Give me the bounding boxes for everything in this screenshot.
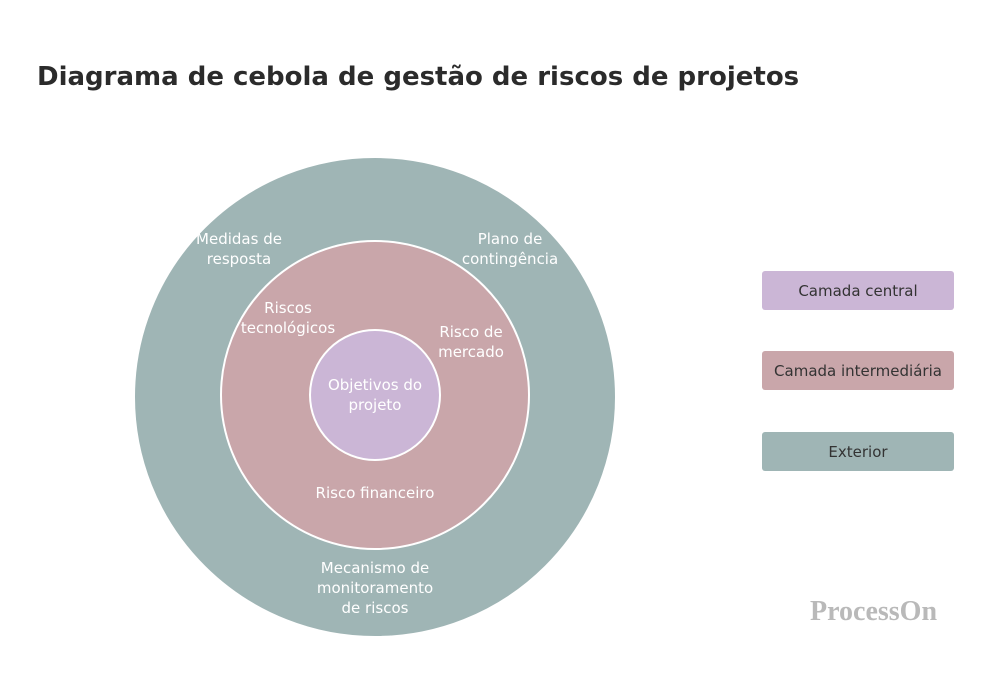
processon-watermark: ProcessOn (810, 596, 938, 627)
legend-item-central-layer: Camada central (762, 271, 954, 310)
legend-item-intermediate-layer: Camada intermediária (762, 351, 954, 390)
legend-item-exterior: Exterior (762, 432, 954, 471)
outer-label-monitoring-mechanism: Mecanismo de monitoramento de riscos (316, 559, 434, 617)
outer-label-contingency-plan: Plano de contingência (461, 230, 559, 268)
center-label-project-objectives: Objetivos do projeto (327, 376, 423, 414)
outer-label-response-measures: Medidas de resposta (196, 230, 282, 268)
page-title: Diagrama de cebola de gestão de riscos d… (37, 62, 800, 92)
middle-label-financial-risk: Risco financeiro (315, 484, 435, 502)
middle-label-market-risk: Risco de mercado (438, 323, 504, 361)
middle-label-tech-risks: Riscos tecnológicos (240, 299, 336, 337)
center-layer[interactable] (309, 329, 441, 461)
